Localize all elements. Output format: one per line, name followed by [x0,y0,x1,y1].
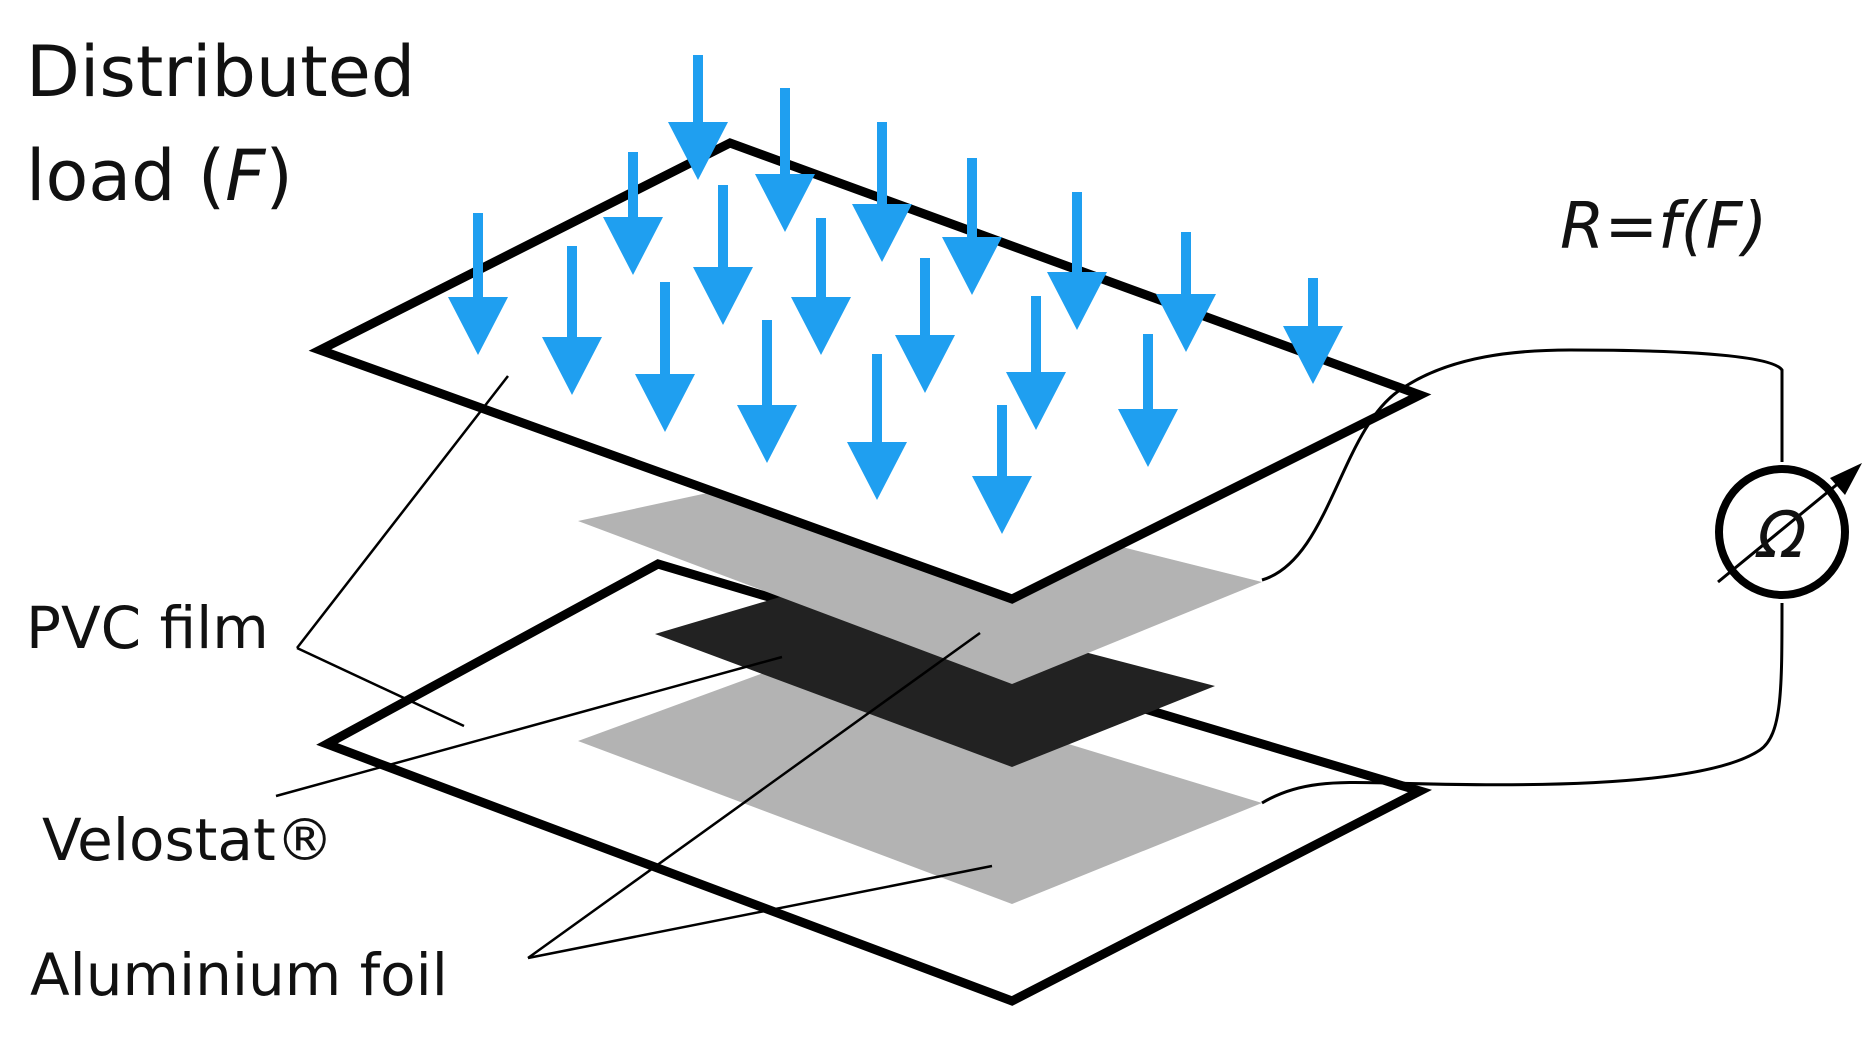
load-arrow [542,246,602,395]
formula-label: R=f(F) [1560,190,1767,264]
velostat-leader [275,655,783,798]
load-label-prefix: load ( [26,135,225,217]
pvc-leader-top [296,375,509,649]
leader-lines [275,375,993,960]
aluminium-leader-bottom [527,864,993,960]
load-arrow [972,405,1032,534]
load-arrow [448,213,508,355]
load-arrow [737,320,797,463]
load-arrow [693,185,753,325]
load-arrow [942,158,1002,295]
aluminium-foil-top [578,470,1262,684]
load-label-suffix: ) [265,135,292,217]
wire-bottom [1261,602,1784,805]
ohmmeter-icon: Ω [1715,463,1862,599]
circuit-wires [1261,348,1784,805]
aluminium-leader-top [527,631,981,960]
wire-top [1261,348,1784,582]
ohmmeter-symbol: Ω [1755,499,1807,573]
load-arrows [448,55,1343,534]
aluminium-foil-bottom [578,661,1262,904]
pvc-leader-bottom [296,646,465,728]
velostat-layer [655,584,1215,767]
pvc-film-label: PVC film [26,594,269,662]
load-arrow [791,218,851,355]
load-label-line2: load (F) [26,135,293,217]
load-arrow [668,55,728,180]
load-arrow [847,354,907,500]
load-arrow [895,258,955,393]
load-arrow [1156,232,1216,352]
load-label-variable: F [225,135,267,217]
load-arrow [755,88,815,232]
load-arrow [603,152,663,275]
load-arrow [1118,334,1178,467]
load-label-line1: Distributed [26,31,415,113]
load-arrow [852,122,912,262]
load-arrow [1047,192,1107,330]
aluminium-foil-label: Aluminium foil [30,941,448,1009]
load-arrow [1006,296,1066,430]
load-arrow [635,282,695,432]
load-arrow [1283,278,1343,384]
velostat-label: Velostat® [42,806,334,874]
